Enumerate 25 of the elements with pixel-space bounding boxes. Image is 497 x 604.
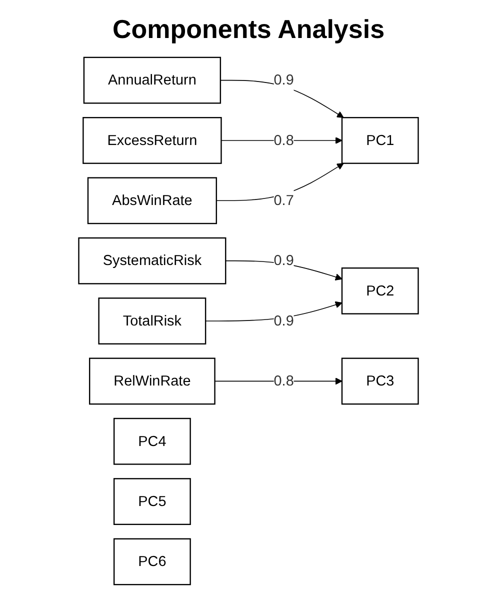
- edge-label: 0.9: [274, 312, 294, 329]
- arrow: [214, 378, 342, 385]
- edge-label: 0.9: [274, 72, 294, 88]
- node-box: AnnualReturn: [83, 56, 222, 104]
- arrow: [220, 80, 344, 118]
- node-box: PC1: [341, 117, 419, 164]
- node-box: TotalRisk: [98, 298, 206, 344]
- edge-label: 0.7: [274, 192, 294, 208]
- arrow: [220, 136, 342, 144]
- node-box: RelWinRate: [89, 358, 216, 405]
- node-box: PC3: [341, 358, 419, 405]
- diagram-title: Components Analysis: [111, 14, 386, 45]
- node-box: PC2: [341, 267, 419, 314]
- node-box: ExcessReturn: [82, 117, 222, 164]
- node-box: SystematicRisk: [78, 237, 226, 284]
- edge-label: 0.8: [274, 372, 294, 389]
- node-box: PC5: [113, 478, 191, 525]
- arrow: [205, 301, 342, 322]
- arrow: [225, 260, 342, 280]
- node-box: PC4: [113, 418, 191, 465]
- edge-label: 0.9: [274, 252, 294, 268]
- edge-label: 0.8: [274, 132, 294, 148]
- arrow: [216, 163, 344, 202]
- node-box: AbsWinRate: [87, 177, 217, 224]
- node-box: PC6: [113, 538, 191, 586]
